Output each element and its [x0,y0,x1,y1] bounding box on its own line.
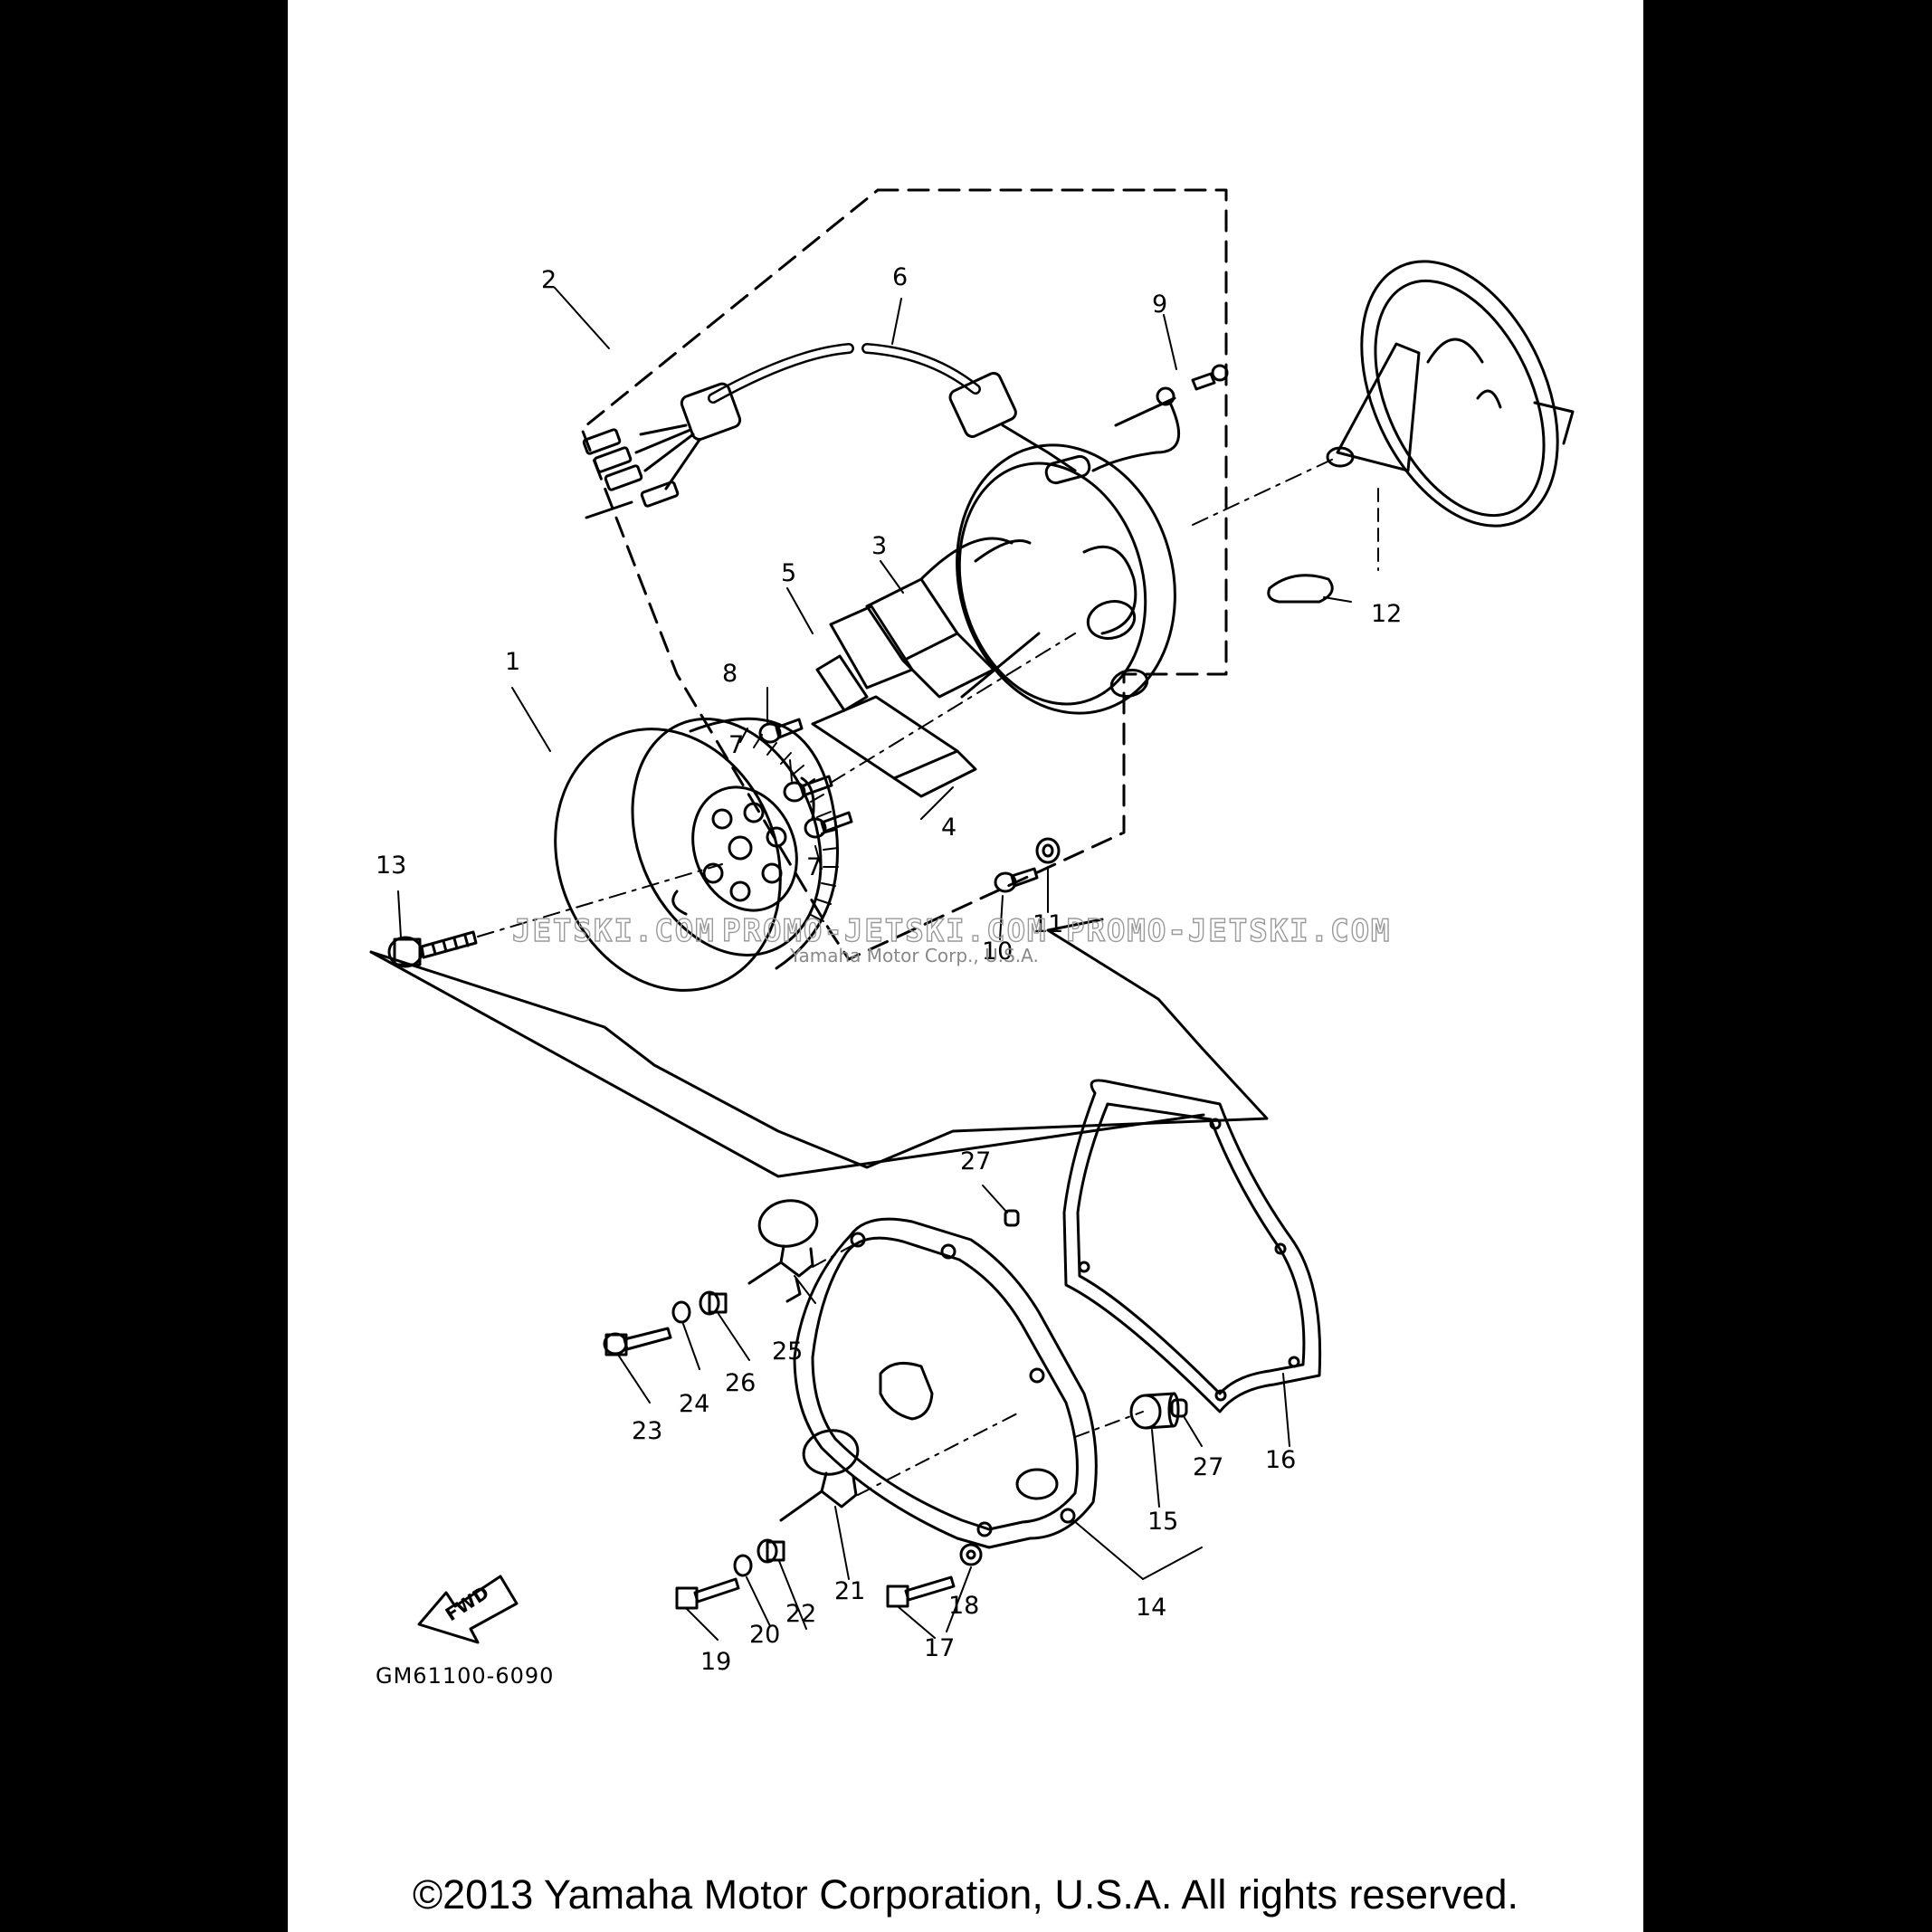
watermark: JETSKI.COM PROMO-JETSKI.COM PROMO-JETSKI… [511,912,1392,966]
stator-coil-icon [811,537,1041,798]
part-label-3: 3 [871,532,887,560]
part-label-25: 25 [772,1337,803,1366]
wire-harness-icon [582,343,1077,519]
stator-base-plate-icon [956,396,1176,715]
forward-arrow-icon [417,1575,519,1644]
bolt-23-icon [603,1327,672,1356]
watermark-overlay: Yamaha Motor Corp., U.S.A. [789,945,1039,966]
fwd-label: FWD [442,1582,493,1626]
part-label-21: 21 [834,1577,865,1605]
collar-22-icon [757,1538,785,1564]
collar-26-icon [699,1290,728,1316]
cable-clamp-21-icon [779,1429,860,1522]
part-label-15: 15 [1147,1508,1178,1536]
part-label-7b: 7 [806,853,822,881]
part-label-7a: 7 [728,731,744,759]
part-labels: 2 6 9 3 5 12 1 8 7 4 7 13 11 10 27 25 26… [376,263,1402,1676]
part-label-23: 23 [632,1417,662,1445]
cable-clamp-25-icon [747,1199,819,1303]
copyright-notice: ©2013 Yamaha Motor Corporation, U.S.A. A… [412,1871,1519,1918]
woodruff-key-icon [1267,574,1334,604]
part-label-19: 19 [700,1648,731,1676]
dowel-pin-icon [1004,1209,1188,1418]
screw-set-icon [758,718,853,839]
watermark-middle: PROMO-JETSKI.COM [722,913,1048,949]
washer-24-icon [671,1300,691,1324]
part-label-10: 10 [982,937,1013,966]
parts-diagram: 2 6 9 3 5 12 1 8 7 4 7 13 11 10 27 25 26… [369,188,1575,1689]
bolt-washer-10-11-icon [994,837,1061,893]
crankcase-hub-icon [1326,260,1575,528]
assembly-dashed-outline [580,188,1228,961]
watermark-right: PROMO-JETSKI.COM [1066,913,1392,949]
flywheel-rotor-icon [554,717,839,992]
part-label-16: 16 [1265,1446,1296,1474]
part-label-5: 5 [781,559,796,587]
part-label-20: 20 [749,1621,780,1649]
group-box-outline-lower [369,950,1205,1178]
bolt-13-icon [387,930,478,968]
part-label-26: 26 [725,1369,756,1397]
part-label-14: 14 [1136,1594,1166,1622]
part-label-9: 9 [1152,290,1167,319]
part-label-27a: 27 [960,1147,991,1175]
part-label-4: 4 [941,814,956,842]
part-label-24: 24 [679,1390,709,1418]
cover-window-icon [879,1361,934,1421]
ground-lead-icon [1091,364,1229,472]
part-label-11: 11 [1033,910,1063,938]
page: 2 6 9 3 5 12 1 8 7 4 7 13 11 10 27 25 26… [288,0,1643,1932]
part-label-8: 8 [722,660,738,688]
part-label-1: 1 [505,648,520,676]
washer-20-icon [733,1554,753,1577]
bolt-17-icon [886,1575,956,1608]
bolt-19-icon [675,1577,740,1610]
part-label-2: 2 [541,266,557,294]
part-label-17: 17 [924,1634,955,1662]
part-label-18: 18 [948,1592,979,1620]
bushing-15-icon [1129,1392,1180,1430]
cover-gasket-icon [1062,1079,1322,1413]
part-label-22: 22 [785,1600,816,1628]
washer-18-icon [959,1543,983,1566]
part-label-27b: 27 [1193,1453,1223,1481]
part-label-13: 13 [376,852,406,880]
diagram-code: GM61100-6090 [376,1663,554,1689]
group-box-outline [369,918,1269,1169]
part-label-6: 6 [892,263,908,291]
watermark-left: JETSKI.COM [512,913,716,949]
part-label-12: 12 [1371,600,1402,628]
generator-cover-icon [793,1217,1098,1549]
